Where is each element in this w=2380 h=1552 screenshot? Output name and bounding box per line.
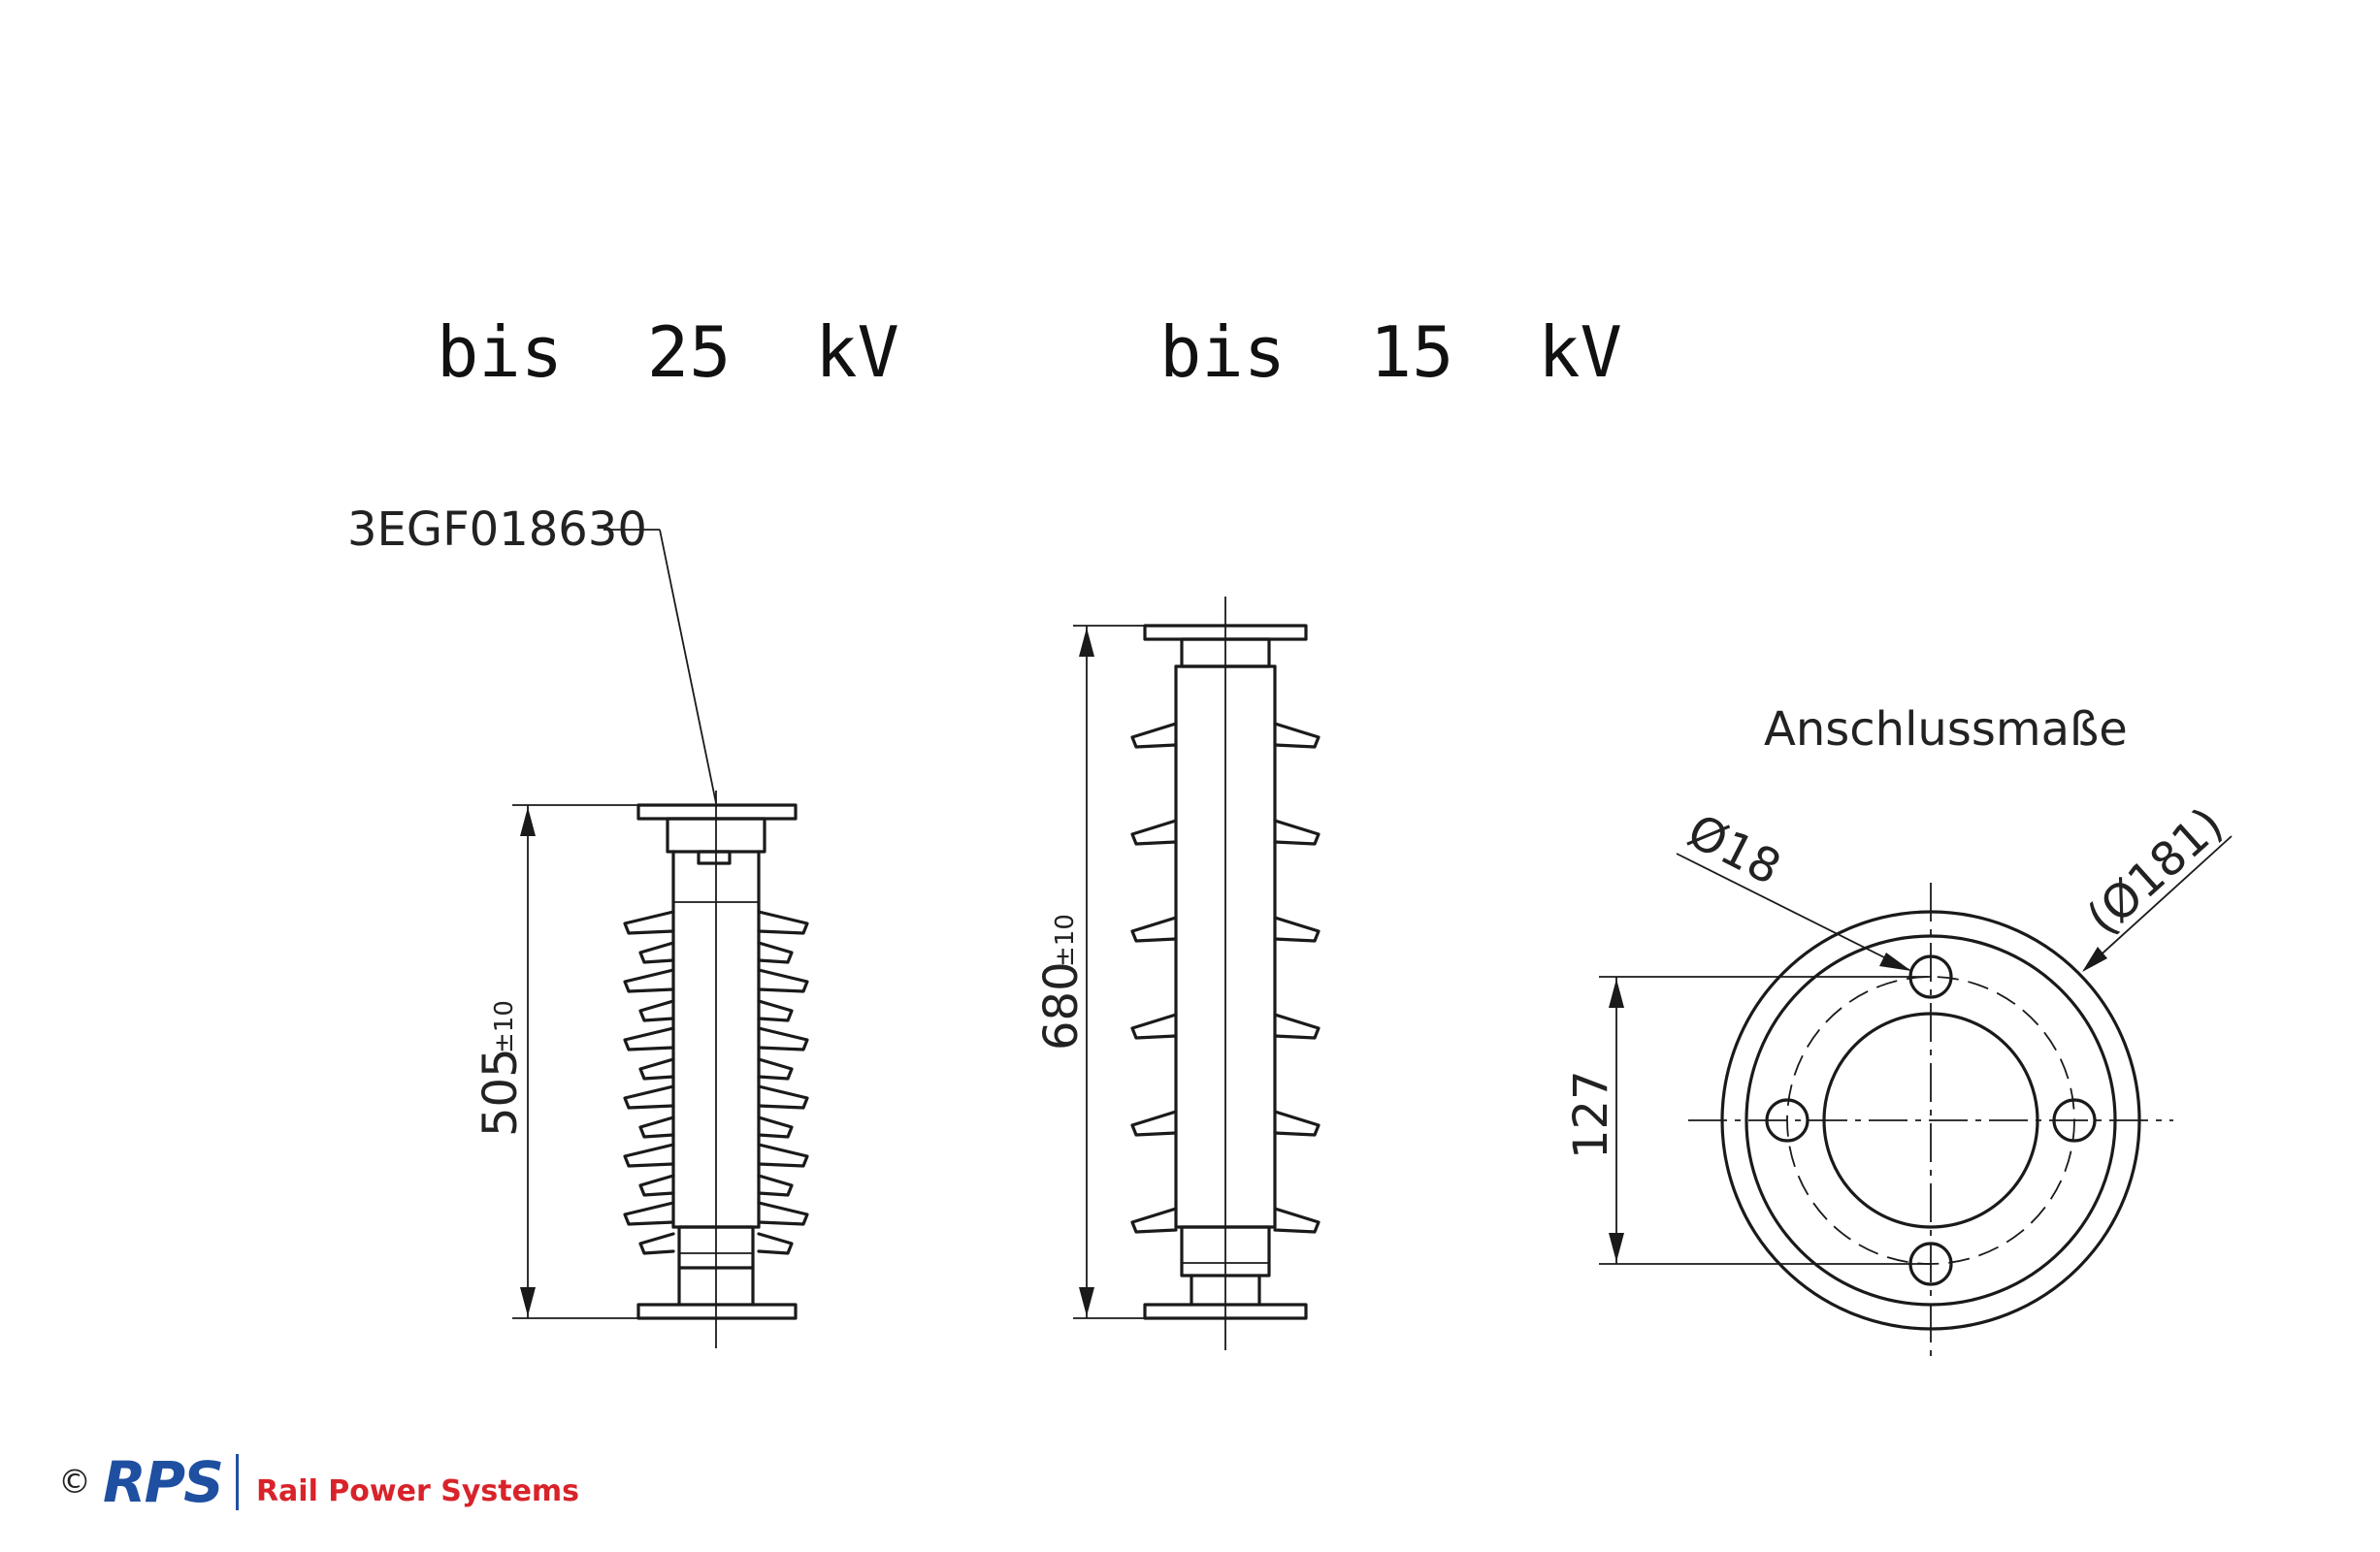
hole-diameter-leader [1676,853,1911,971]
dimension-680 [1073,625,1147,1319]
shed-15kv [1130,1013,1320,1040]
shed-25kv [638,1174,794,1197]
shed-25kv [638,1057,794,1081]
logo-separator [235,1454,239,1510]
shed-15kv [1130,1110,1320,1137]
shed-15kv [1130,1207,1320,1234]
shed-25kv [638,999,794,1022]
shed-15kv [1130,722,1320,749]
shed-25kv [638,1232,794,1255]
shed-25kv [638,1116,794,1139]
bolt-hole-left [1765,1098,1809,1143]
bolt-spacing-label: 127 [1564,1070,1618,1159]
insulator-25kv [623,791,809,1348]
shed-15kv [1130,916,1320,943]
insulator-15kv [1130,597,1320,1350]
shed-25kv [623,1143,809,1168]
height-15kv-tolerance: ±10 [1051,914,1080,967]
title-15kv: bis 15 kV [1159,311,1622,393]
height-15kv-label: 680 [1034,961,1089,1051]
footer: © RPS Rail Power Systems [58,1449,580,1515]
shed-25kv [638,941,794,964]
dimension-127 [1599,976,1931,1265]
dimension-505 [512,804,640,1319]
shed-25kv [623,1026,809,1051]
height-25kv-tolerance: ±10 [490,1000,519,1053]
bolt-hole-right [2052,1098,2097,1143]
shed-25kv [623,1084,809,1110]
connection-title: Anschlussmaße [1764,702,2128,757]
flange-diameter-leader [2082,835,2233,972]
part-number-label: 3EGF018630 [347,502,647,557]
flange-diameter-label: (Ø181) [2077,797,2233,946]
shed-15kv [1130,819,1320,846]
shed-25kv [623,1201,809,1226]
copyright-symbol: © [58,1463,91,1502]
title-25kv: bis 25 kV [437,311,899,393]
rps-logo: RPS [103,1449,224,1515]
shed-25kv [623,910,809,935]
shed-25kv [623,968,809,993]
height-25kv-label: 505 [473,1048,528,1137]
company-name: Rail Power Systems [255,1473,580,1508]
